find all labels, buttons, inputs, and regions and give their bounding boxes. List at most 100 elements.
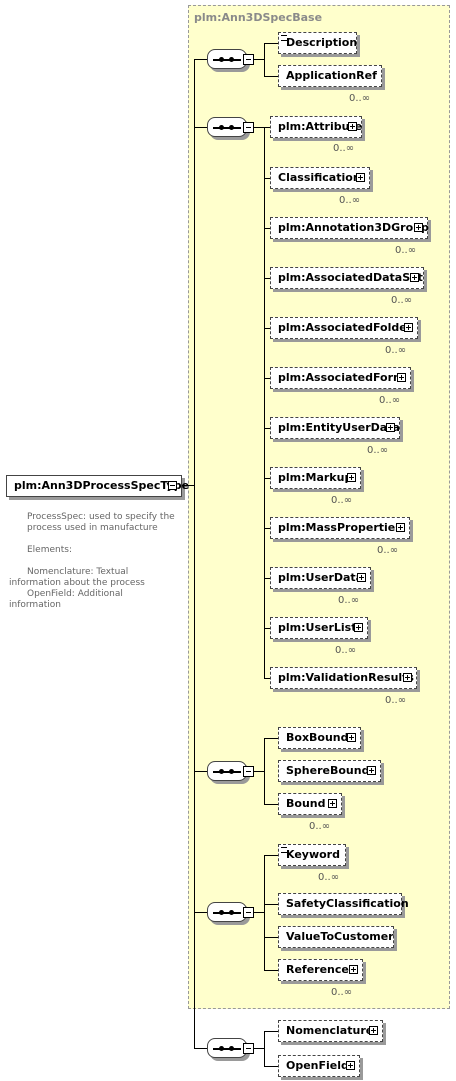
expand-icon[interactable] — [403, 673, 412, 682]
doc-line: process used in manufacture — [27, 523, 158, 533]
element-nomenclature[interactable]: Nomenclature — [278, 1020, 383, 1042]
element-plm-massproperties[interactable]: plm:MassProperties — [270, 517, 410, 539]
sequence-compositor-icon — [207, 902, 247, 922]
element-classification[interactable]: Classification — [270, 167, 370, 189]
collapse-icon[interactable] — [243, 907, 254, 918]
connector — [264, 228, 270, 229]
cardinality: 0..∞ — [385, 345, 407, 356]
connector — [254, 771, 264, 772]
element-applicationref[interactable]: ApplicationRef — [278, 65, 382, 87]
connector — [264, 178, 270, 179]
element-label: Bound — [286, 797, 326, 810]
element-spherebound[interactable]: SphereBound — [278, 760, 381, 782]
connector — [264, 804, 278, 805]
cardinality: 0..∞ — [349, 93, 371, 104]
collapse-icon[interactable] — [243, 766, 254, 777]
element-plm-associatedform[interactable]: plm:AssociatedForm — [270, 367, 411, 389]
element-label: plm:ValidationResults — [278, 671, 414, 684]
element-plm-validationresults[interactable]: plm:ValidationResults — [270, 667, 417, 689]
cardinality: 0..∞ — [395, 245, 417, 256]
collapse-icon[interactable] — [243, 54, 254, 65]
element-reference[interactable]: Reference — [278, 959, 363, 981]
element-plm-associatedfolder[interactable]: plm:AssociatedFolder — [270, 317, 418, 339]
connector — [264, 1031, 265, 1066]
element-plm-userlist[interactable]: plm:UserList — [270, 617, 368, 639]
expand-icon[interactable] — [347, 733, 356, 742]
connector — [264, 578, 270, 579]
element-label: ApplicationRef — [286, 69, 377, 82]
expand-icon[interactable] — [369, 1026, 378, 1035]
connector — [264, 678, 270, 679]
connector — [264, 855, 265, 970]
expand-icon[interactable] — [346, 1061, 355, 1070]
cardinality: 0..∞ — [331, 987, 353, 998]
element-valuetocustomer[interactable]: ValueToCustomer — [278, 926, 394, 948]
expand-icon[interactable] — [396, 523, 405, 532]
expand-icon[interactable] — [356, 173, 365, 182]
cardinality: 0..∞ — [338, 595, 360, 606]
element-plm-attribute[interactable]: plm:Attribute — [270, 116, 362, 138]
element-plm-associateddataset[interactable]: plm:AssociatedDataSet — [270, 267, 424, 289]
root-element[interactable]: plm:Ann3DProcessSpecType — [6, 475, 189, 497]
base-type-title: plm:Ann3DSpecBase — [194, 11, 323, 24]
expand-icon[interactable] — [349, 965, 358, 974]
element-label: OpenField — [286, 1059, 349, 1072]
element-label: SafetyClassification — [286, 897, 409, 910]
doc-line: OpenField: Additional — [27, 589, 123, 599]
connector — [264, 937, 278, 938]
element-plm-markup[interactable]: plm:Markup — [270, 467, 361, 489]
expand-icon[interactable] — [348, 122, 357, 131]
element-label: plm:Markup — [278, 471, 353, 484]
cardinality: 0..∞ — [335, 645, 357, 656]
connector — [264, 328, 270, 329]
expand-icon[interactable] — [357, 573, 366, 582]
connector — [254, 59, 264, 60]
element-plm-annotation3dgroup[interactable]: plm:Annotation3DGroup — [270, 217, 429, 239]
documentation: ProcessSpec: used to specify the process… — [9, 512, 179, 611]
cardinality: 0..∞ — [367, 445, 389, 456]
documentation-icon — [281, 847, 287, 853]
cardinality: 0..∞ — [331, 495, 353, 506]
expand-icon[interactable] — [414, 223, 423, 232]
element-label: plm:AssociatedDataSet — [278, 271, 423, 284]
element-boxbound[interactable]: BoxBound — [278, 727, 361, 749]
element-description[interactable]: Description — [278, 32, 357, 54]
collapse-icon[interactable] — [243, 1043, 254, 1054]
connector — [264, 528, 270, 529]
cardinality: 0..∞ — [318, 872, 340, 883]
element-label: plm:UserList — [278, 621, 357, 634]
connector — [194, 771, 207, 772]
expand-icon[interactable] — [410, 273, 419, 282]
doc-line: Elements: — [27, 545, 72, 555]
expand-icon[interactable] — [354, 623, 363, 632]
connector — [264, 970, 278, 971]
element-label: plm:Annotation3DGroup — [278, 221, 429, 234]
element-label: Nomenclature — [286, 1024, 374, 1037]
expand-icon[interactable] — [367, 766, 376, 775]
connector — [254, 127, 264, 128]
expand-icon[interactable] — [397, 373, 406, 382]
expand-icon[interactable] — [328, 799, 337, 808]
connector — [264, 738, 278, 739]
element-label: plm:MassProperties — [278, 521, 402, 534]
element-label: SphereBound — [286, 764, 370, 777]
connector — [264, 904, 278, 905]
connector — [254, 912, 264, 913]
expand-icon[interactable] — [386, 423, 395, 432]
element-keyword[interactable]: Keyword — [278, 844, 346, 866]
expand-icon[interactable] — [404, 323, 413, 332]
sequence-compositor-icon — [207, 49, 247, 69]
connector — [264, 127, 270, 128]
collapse-icon[interactable] — [243, 122, 254, 133]
element-bound[interactable]: Bound — [278, 793, 342, 815]
collapse-icon[interactable] — [168, 481, 177, 490]
element-openfield[interactable]: OpenField — [278, 1055, 360, 1077]
sequence-compositor-icon — [207, 117, 247, 137]
cardinality: 0..∞ — [309, 821, 331, 832]
element-safetyclassification[interactable]: SafetyClassification — [278, 893, 409, 915]
expand-icon[interactable] — [347, 473, 356, 482]
connector — [254, 1048, 264, 1049]
element-plm-userdata[interactable]: plm:UserData — [270, 567, 371, 589]
element-plm-entityuserdata[interactable]: plm:EntityUserData — [270, 417, 400, 439]
connector — [194, 912, 207, 913]
